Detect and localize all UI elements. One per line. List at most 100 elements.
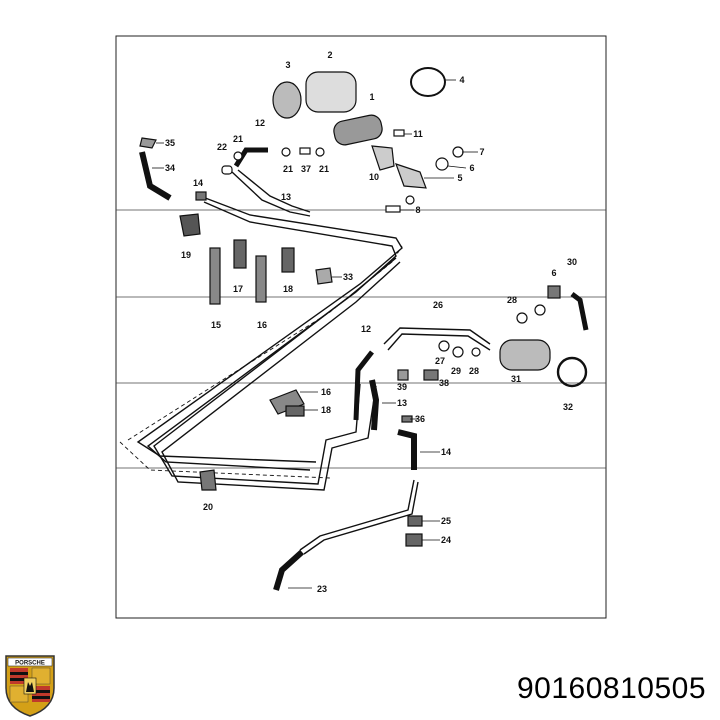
bolt-11: [393, 129, 405, 137]
hose-12-middle: [353, 350, 374, 421]
callout-6: 6: [469, 163, 474, 173]
callout-29: 29: [451, 366, 461, 376]
clamp-18-mid: [285, 405, 305, 417]
clip-25: [407, 515, 423, 527]
leader-6: [447, 165, 467, 169]
washer-8: [405, 195, 415, 205]
fuel-line-return: [161, 261, 401, 491]
washer-21: [233, 151, 243, 161]
callout-16: 16: [321, 387, 331, 397]
clip-33: [315, 267, 333, 285]
callout-18: 18: [321, 405, 331, 415]
fuel-line-upper: [231, 171, 311, 217]
callout-5: 5: [457, 173, 462, 183]
fitting-14: [195, 191, 207, 201]
callout-14: 14: [193, 178, 203, 188]
bracket-16: [255, 255, 267, 303]
clamp-32: [556, 356, 588, 388]
callout-22: 22: [217, 142, 227, 152]
callout-21: 21: [319, 164, 329, 174]
screw-37: [299, 147, 311, 155]
hose-30: [570, 292, 589, 331]
callout-17: 17: [233, 284, 243, 294]
callout-18: 18: [283, 284, 293, 294]
fuel-line-26: [383, 327, 491, 345]
callout-15: 15: [211, 320, 221, 330]
callout-11: 11: [413, 129, 423, 139]
callout-26: 26: [433, 300, 443, 310]
callout-13: 13: [281, 192, 291, 202]
callout-28: 28: [507, 295, 517, 305]
callout-3: 3: [285, 60, 290, 70]
fuel-line-lower: [299, 479, 415, 551]
callout-4: 4: [459, 75, 464, 85]
bracket-10: [371, 145, 395, 171]
washer-28: [516, 312, 528, 324]
callout-6: 6: [551, 268, 556, 278]
bracket-17: [233, 239, 247, 269]
hose-23: [273, 549, 305, 591]
filter-housing-2: [305, 71, 357, 113]
callout-32: 32: [563, 402, 573, 412]
callout-39: 39: [397, 382, 407, 392]
bracket-16-mid: [269, 389, 305, 415]
diagram-frame: [115, 35, 607, 619]
callout-12: 12: [255, 118, 265, 128]
cap-3: [272, 81, 302, 119]
callout-12: 12: [361, 324, 371, 334]
porsche-crest-logo: PORSCHE: [5, 655, 55, 717]
fuel-line-26: [387, 333, 491, 351]
clip-20: [199, 469, 217, 491]
callout-35: 35: [165, 138, 175, 148]
callout-21: 21: [233, 134, 243, 144]
callout-8: 8: [415, 205, 420, 215]
washer-29: [534, 304, 546, 316]
dashed-outline: [127, 245, 403, 441]
callout-7: 7: [479, 147, 484, 157]
fuel-line-upper: [237, 169, 311, 213]
clip-35: [139, 137, 157, 149]
callout-36: 36: [415, 414, 425, 424]
fuel-filter-31: [499, 339, 551, 371]
nut-6: [435, 157, 449, 171]
hose-12-upper: [233, 147, 268, 168]
fuel-pump-1: [333, 114, 383, 146]
callout-19: 19: [181, 250, 191, 260]
clip-39: [397, 369, 409, 381]
callout-24: 24: [441, 535, 451, 545]
part-number: 90160810505: [516, 672, 706, 705]
fuel-line-return: [153, 257, 397, 485]
ring-22: [221, 165, 233, 175]
callout-30: 30: [567, 257, 577, 267]
hose-14: [397, 429, 417, 470]
washer-28: [471, 347, 481, 357]
hose-13: [369, 379, 380, 431]
hose-34: [139, 151, 172, 201]
callout-37: 37: [301, 164, 311, 174]
callout-21: 21: [283, 164, 293, 174]
nut-27: [438, 340, 450, 352]
clamp-19: [179, 213, 201, 237]
washer-21: [281, 147, 291, 157]
callout-23: 23: [317, 584, 327, 594]
callout-10: 10: [369, 172, 379, 182]
fuel-line-lower: [303, 481, 419, 555]
dashed-outline: [119, 441, 331, 479]
callout-16: 16: [257, 320, 267, 330]
callout-34: 34: [165, 163, 175, 173]
callout-28: 28: [469, 366, 479, 376]
callout-20: 20: [203, 502, 213, 512]
callout-13: 13: [397, 398, 407, 408]
callout-2: 2: [327, 50, 332, 60]
callout-14: 14: [441, 447, 451, 457]
clamp-4: [410, 67, 446, 97]
callout-25: 25: [441, 516, 451, 526]
callout-1: 1: [369, 92, 374, 102]
bracket-15: [209, 247, 221, 305]
nut-29: [452, 346, 464, 358]
callout-31: 31: [511, 374, 521, 384]
bracket-18: [281, 247, 295, 273]
callout-38: 38: [439, 378, 449, 388]
